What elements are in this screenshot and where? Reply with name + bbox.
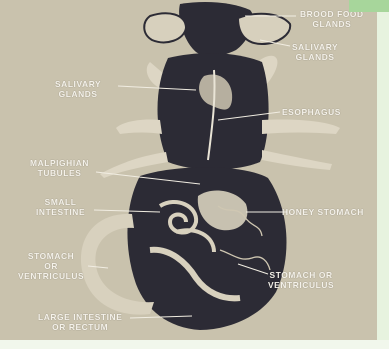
label-stomach-or-ventriculus-left: STOMACH OR VENTRICULUS: [18, 251, 84, 281]
label-malpighian-tubules: MALPIGHIAN TUBULES: [30, 158, 89, 178]
page-margin-bottom: [0, 340, 389, 349]
page-margin-right: [377, 0, 389, 349]
label-large-intestine: LARGE INTESTINE OR RECTUM: [38, 312, 122, 332]
leg: [116, 119, 162, 134]
label-honey-stomach: HONEY STOMACH: [282, 207, 364, 217]
green-accent-bar: [349, 0, 389, 12]
brood-food-gland: [238, 14, 290, 44]
label-salivary-glands-thorax: SALIVARY GLANDS: [55, 79, 101, 99]
label-stomach-or-ventriculus-right: STOMACH OR VENTRICULUS: [268, 270, 334, 290]
label-esophagus: ESOPHAGUS: [282, 107, 341, 117]
leg: [262, 119, 340, 134]
label-brood-food-glands: BROOD FOOD GLANDS: [300, 9, 364, 29]
label-small-intestine: SMALL INTESTINE: [36, 197, 85, 217]
bee-anatomy-diagram: BROOD FOOD GLANDS SALIVARY GLANDS SALIVA…: [0, 0, 377, 340]
brood-food-gland-left: [144, 13, 186, 42]
leg: [262, 150, 332, 170]
label-salivary-glands-head: SALIVARY GLANDS: [292, 42, 338, 62]
